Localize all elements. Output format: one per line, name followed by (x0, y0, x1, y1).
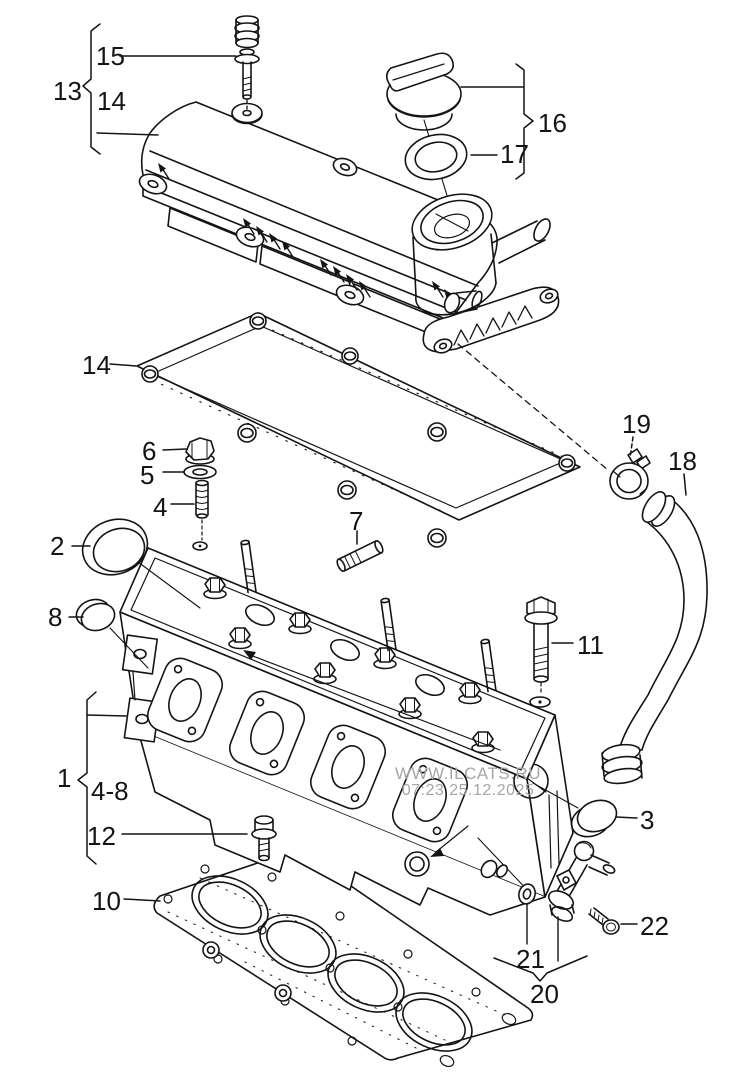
callout-14-upper: 14 (97, 86, 126, 116)
valve-cover-gasket (136, 312, 581, 548)
callout-3: 3 (640, 805, 655, 835)
stud (192, 479, 209, 551)
brace-16 (515, 63, 534, 180)
callout-5: 5 (140, 460, 155, 490)
callout-18: 18 (668, 446, 697, 476)
breather-hose (601, 491, 708, 785)
watermark-timestamp: 07:23 25.12.2025 (401, 782, 535, 799)
callout-1: 1 (57, 763, 72, 793)
watermark-site: WWW.ILCATS.RU (395, 764, 541, 783)
gasket-bolt-holes (141, 312, 576, 548)
leader-lines (68, 23, 687, 925)
cover-screw (251, 815, 277, 862)
valve-cover (138, 101, 498, 338)
washer (183, 464, 217, 480)
callout-16: 16 (538, 108, 567, 138)
cylinder-head (119, 539, 579, 916)
callout-8: 8 (48, 602, 63, 632)
brace-13 (82, 23, 101, 155)
seal-washer (518, 883, 536, 905)
callout-12: 12 (87, 821, 116, 851)
callout-4-8: 4-8 (91, 776, 129, 806)
oil-valve-assembly (477, 837, 620, 982)
callout-20: 20 (530, 979, 559, 1009)
callout-13: 13 (53, 76, 82, 106)
cover-bolt (231, 15, 263, 125)
watermark: WWW.ILCATS.RU 07:23 25.12.2025 (388, 765, 548, 799)
valve-bolt (588, 907, 620, 935)
oil-filler-cap (385, 52, 462, 131)
valve-fitting (547, 840, 616, 922)
hose-assembly-axis (457, 343, 609, 471)
callout-15: 15 (96, 41, 125, 71)
brace-1 (77, 691, 97, 865)
hose-clamp (609, 448, 651, 500)
sealing-plug-small (75, 598, 149, 669)
callout-17: 17 (500, 139, 529, 169)
head-bolt (524, 596, 558, 708)
callout-7: 7 (349, 506, 364, 536)
brace-20 (493, 955, 588, 982)
callout-10: 10 (92, 886, 121, 916)
gasket-holes (163, 864, 517, 1068)
dowel-stud (336, 540, 384, 572)
callout-6: 6 (142, 436, 157, 466)
callout-19: 19 (622, 409, 651, 439)
callout-14-lower: 14 (82, 350, 111, 380)
callout-2: 2 (50, 531, 65, 561)
intake-port-flanges (146, 657, 469, 843)
callout-21: 21 (516, 944, 545, 974)
nut (185, 437, 215, 465)
callout-22: 22 (640, 911, 669, 941)
cap-seal-ring (404, 133, 468, 181)
callout-11: 11 (577, 630, 604, 660)
breather-housing (411, 193, 560, 354)
sealing-plug-large (570, 799, 618, 838)
cylinder-bores (191, 875, 473, 1052)
camshaft-seal (81, 518, 201, 609)
callout-4: 4 (153, 492, 168, 522)
